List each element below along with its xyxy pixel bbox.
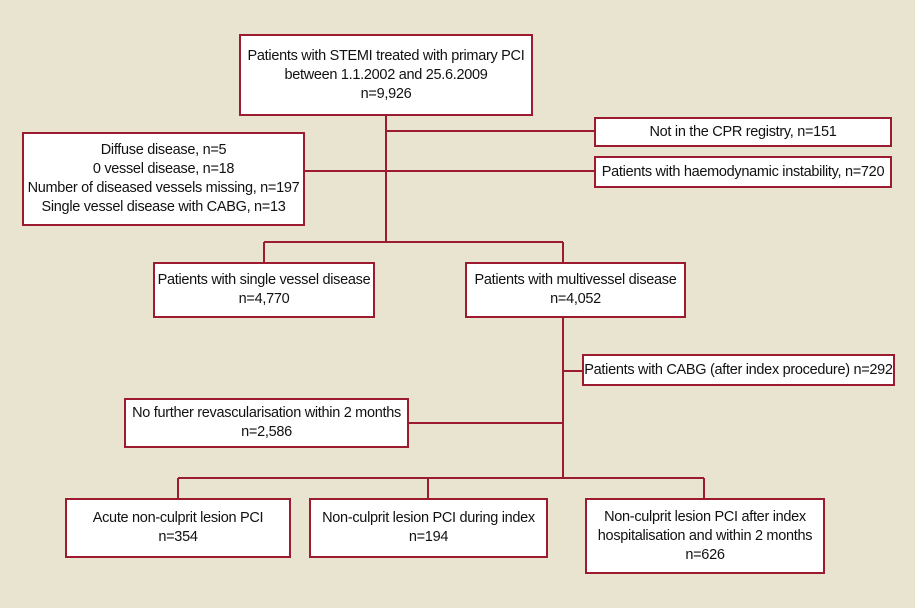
multivessel-line-1: Patients with multivessel disease bbox=[474, 272, 677, 288]
haemodynamic-box: Patients with haemodynamic instability, … bbox=[594, 156, 892, 188]
cabg-after-box: Patients with CABG (after index procedur… bbox=[582, 354, 895, 386]
excluded-left-line-2: 0 vessel disease, n=18 bbox=[92, 161, 235, 177]
multivessel-box: Patients with multivessel disease n=4,05… bbox=[465, 262, 686, 318]
not-in-cpr-line-1: Not in the CPR registry, n=151 bbox=[649, 123, 837, 140]
no-further-line-2: n=2,586 bbox=[241, 424, 292, 440]
acute-line-2: n=354 bbox=[158, 529, 198, 545]
after-index-box: Non-culprit lesion PCI after index hospi… bbox=[585, 498, 825, 574]
single-vessel-line-1: Patients with single vessel disease bbox=[157, 272, 371, 288]
excluded-left-box: Diffuse disease, n=5 0 vessel disease, n… bbox=[22, 132, 305, 226]
after-index-line-2: hospitalisation and within 2 months bbox=[597, 527, 813, 544]
not-in-cpr-box: Not in the CPR registry, n=151 bbox=[594, 117, 892, 147]
root-line-1: Patients with STEMI treated with primary… bbox=[247, 47, 525, 64]
no-further-line-1: No further revascularisation within 2 mo… bbox=[132, 405, 401, 421]
root-box: Patients with STEMI treated with primary… bbox=[239, 34, 533, 116]
after-index-line-3: n=626 bbox=[685, 546, 725, 563]
excluded-left-line-4: Single vessel disease with CABG, n=13 bbox=[41, 199, 286, 215]
acute-line-1: Acute non-culprit lesion PCI bbox=[92, 510, 264, 526]
during-index-box: Non-culprit lesion PCI during index n=19… bbox=[309, 498, 548, 558]
cabg-after-line-1: Patients with CABG (after index procedur… bbox=[584, 361, 893, 378]
multivessel-line-2: n=4,052 bbox=[550, 291, 601, 307]
during-index-line-2: n=194 bbox=[408, 529, 449, 545]
excluded-left-line-1: Diffuse disease, n=5 bbox=[100, 142, 227, 158]
no-further-box: No further revascularisation within 2 mo… bbox=[124, 398, 409, 448]
root-line-2: between 1.1.2002 and 25.6.2009 bbox=[284, 66, 488, 83]
root-line-3: n=9,926 bbox=[360, 85, 412, 102]
during-index-line-1: Non-culprit lesion PCI during index bbox=[322, 510, 535, 526]
excluded-left-line-3: Number of diseased vessels missing, n=19… bbox=[27, 180, 300, 196]
single-vessel-line-2: n=4,770 bbox=[238, 291, 290, 307]
acute-box: Acute non-culprit lesion PCI n=354 bbox=[65, 498, 291, 558]
single-vessel-box: Patients with single vessel disease n=4,… bbox=[153, 262, 375, 318]
after-index-line-1: Non-culprit lesion PCI after index bbox=[604, 508, 806, 525]
haemodynamic-line-1: Patients with haemodynamic instability, … bbox=[601, 163, 885, 180]
